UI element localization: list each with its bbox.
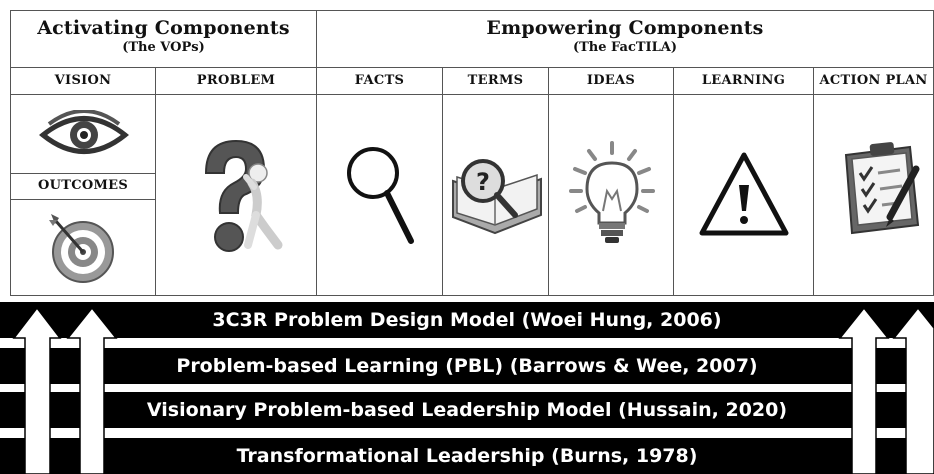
col-terms-label: TERMS (467, 73, 524, 88)
layer-pbl: Problem-based Learning (PBL) (Barrows & … (0, 348, 934, 384)
problem-scenario-cell (155, 94, 317, 296)
layer-3c3r: 3C3R Problem Design Model (Woei Hung, 20… (0, 302, 934, 338)
outcomes-label-cell: OUTCOMES (10, 173, 156, 200)
svg-text:?: ? (476, 168, 490, 196)
outcomes-cell (10, 199, 156, 296)
col-ideas-label: IDEAS (586, 73, 636, 88)
ideas-cell (548, 94, 674, 296)
book-magnifier-icon: ? (452, 159, 542, 235)
col-vision: VISION (10, 67, 156, 95)
warning-icon (699, 152, 789, 236)
vision-cell (10, 94, 156, 174)
terms-cell: ? (442, 94, 549, 296)
empowering-header: Empowering Components (The FacTILA) (316, 10, 934, 68)
learning-issues-cell (673, 94, 814, 296)
col-action-plan: ACTION PLAN (813, 67, 934, 95)
empowering-subtitle: (The FacTILA) (572, 40, 678, 55)
facts-cell (316, 94, 443, 296)
col-learning-issues: LEARNING ISSUES (673, 67, 814, 114)
col-action-plan-label: ACTION PLAN (819, 73, 928, 88)
col-facts-label: FACTS (354, 73, 405, 88)
lightbulb-icon (569, 141, 655, 243)
question-mark-figure-icon (204, 139, 283, 252)
col-problem-scenario: PROBLEM SCENARIO (155, 67, 317, 114)
layer-transformational-label: Transformational Leadership (Burns, 1978… (236, 445, 698, 467)
magnifier-icon (347, 147, 414, 244)
layer-pbl-label: Problem-based Learning (PBL) (Barrows & … (176, 355, 758, 377)
activating-subtitle: (The VOPs) (122, 40, 205, 55)
action-plan-cell (813, 94, 934, 296)
col-terms: TERMS (442, 67, 549, 95)
checklist-icon (844, 142, 920, 235)
activating-header: Activating Components (The VOPs) (10, 10, 317, 68)
col-vision-label: VISION (54, 73, 112, 88)
empowering-title: Empowering Components (486, 17, 764, 39)
eye-icon (39, 110, 129, 154)
activating-title: Activating Components (37, 17, 290, 39)
layer-transformational: Transformational Leadership (Burns, 1978… (0, 438, 934, 474)
layer-3c3r-label: 3C3R Problem Design Model (Woei Hung, 20… (212, 309, 722, 331)
col-ideas: IDEAS (548, 67, 674, 95)
components-table: Activating Components (The VOPs) Empower… (10, 10, 934, 296)
layer-vpbl: Visionary Problem-based Leadership Model… (0, 392, 934, 428)
layer-vpbl-label: Visionary Problem-based Leadership Model… (146, 399, 788, 421)
col-facts: FACTS (316, 67, 443, 95)
outcomes-label: OUTCOMES (37, 178, 129, 193)
target-icon (49, 214, 114, 283)
